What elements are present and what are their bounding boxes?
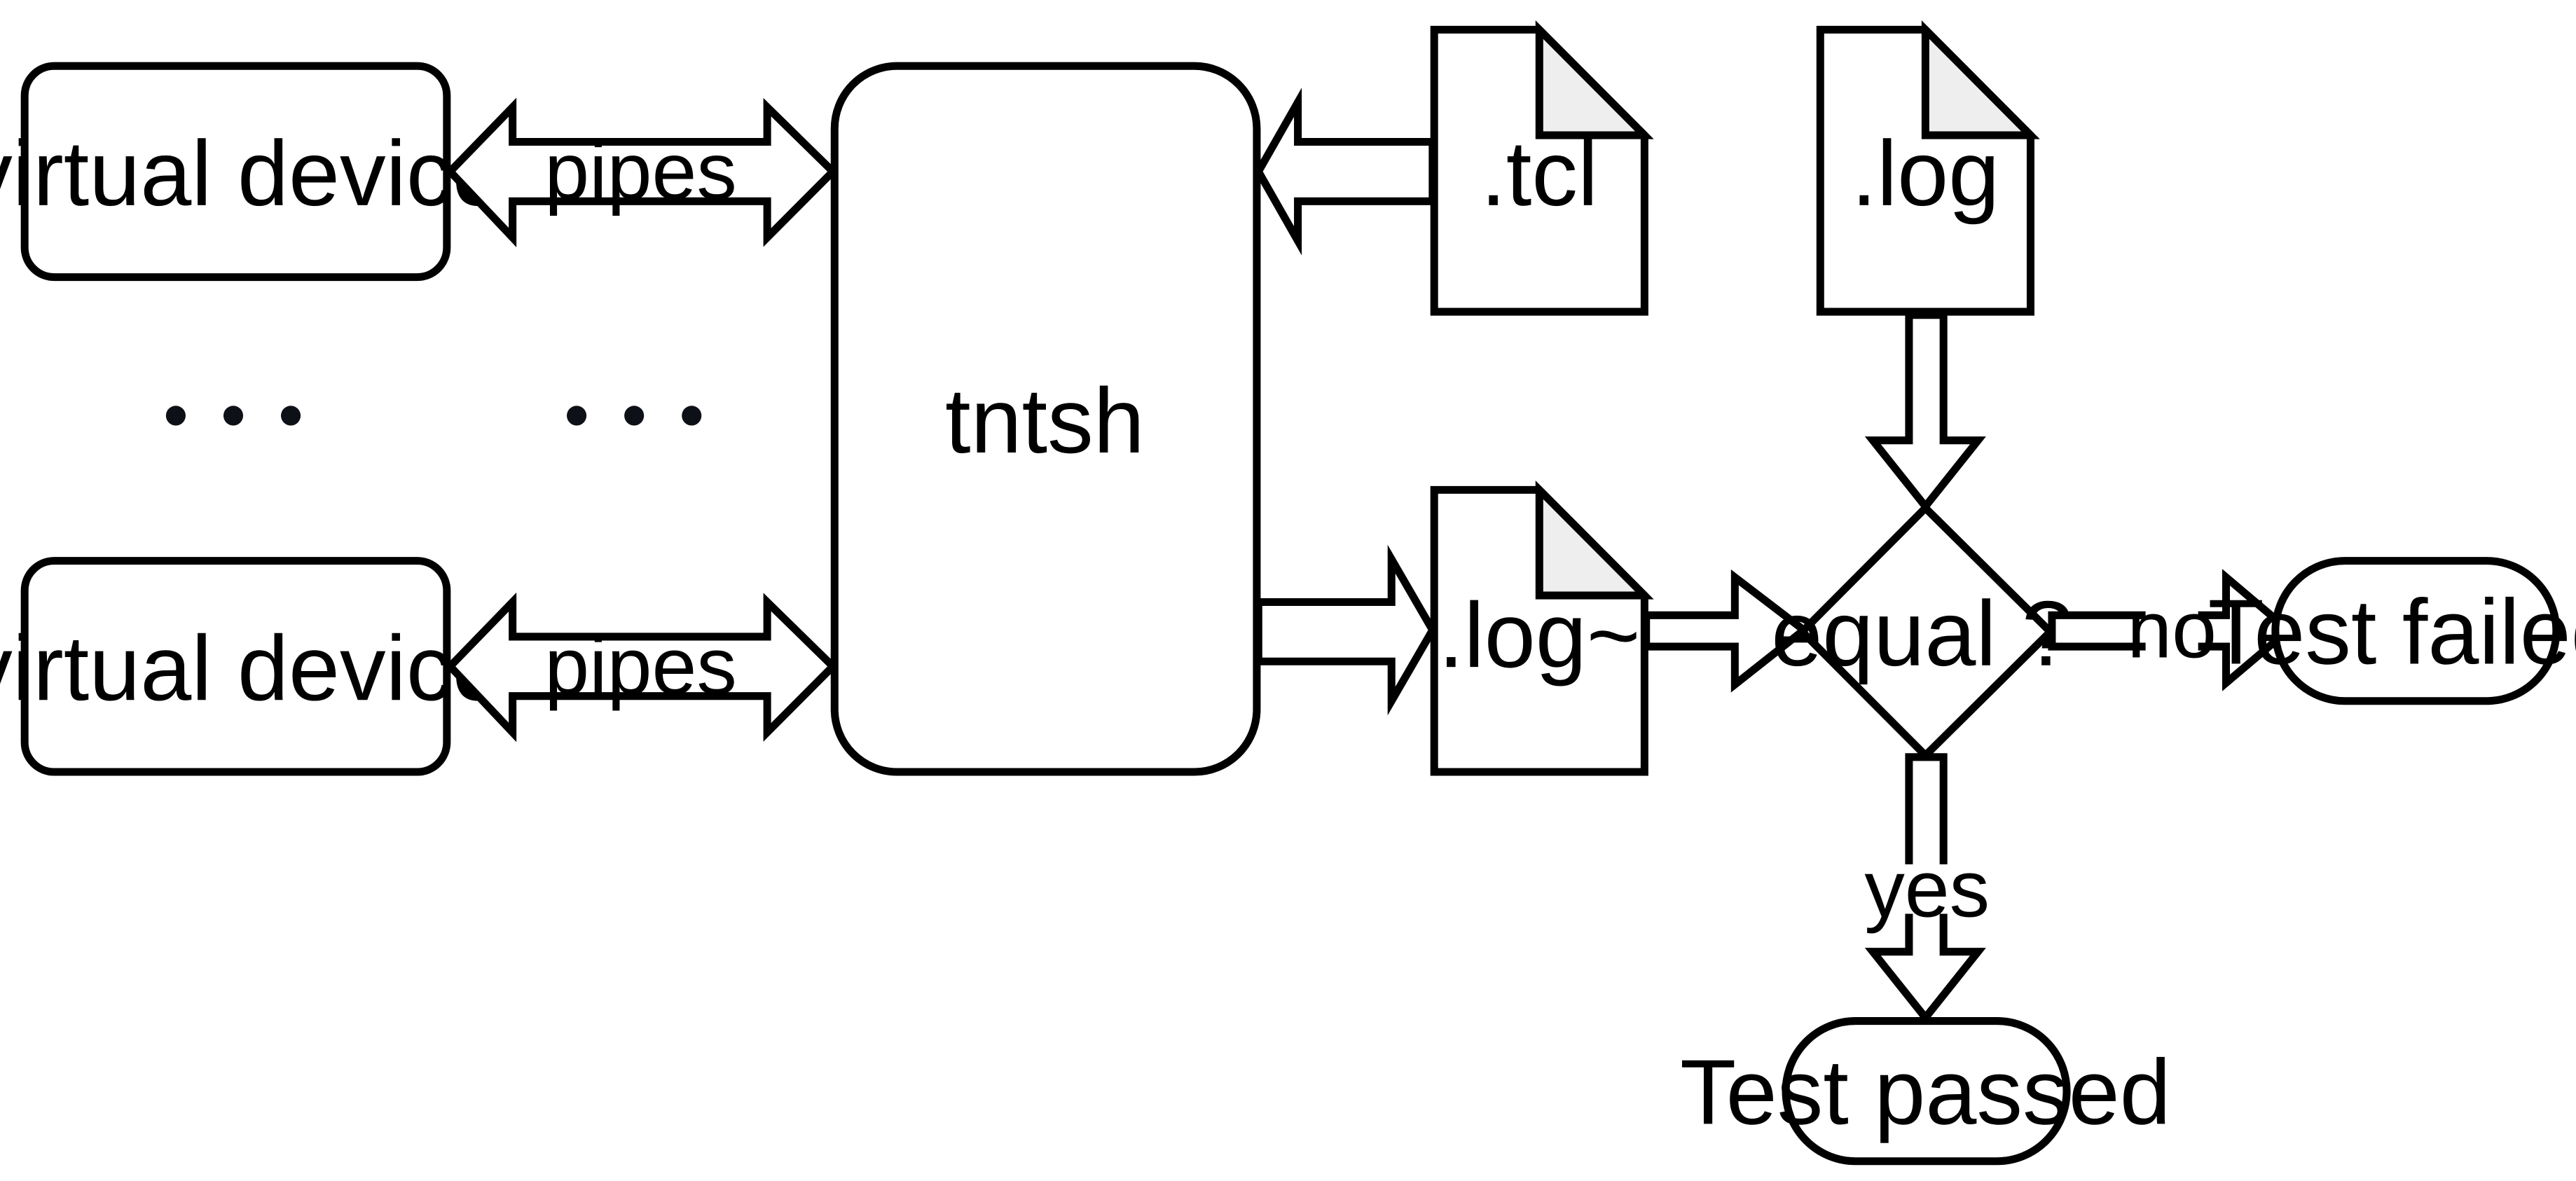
test-passed-terminator [1782, 1017, 2071, 1166]
tcl-file-label: .tcl [1480, 122, 1598, 225]
log-tilde-file-icon [1430, 481, 1654, 776]
log-tilde-to-decision-arrow [1642, 569, 1810, 693]
virtual-device-label-bottom: virtual device [0, 616, 503, 719]
log-tilde-file-label: .log~ [1438, 583, 1640, 686]
log-file-label: .log [1852, 122, 2000, 225]
pipes-label-bottom: pipes [544, 621, 737, 711]
yes-label: yes [1864, 844, 1990, 934]
pipes-label-top: pipes [544, 127, 737, 216]
test-failed-terminator [2271, 557, 2561, 705]
log-to-decision-arrow [1864, 311, 1986, 513]
tntsh-label: tntsh [945, 369, 1145, 472]
equal-decision-label: equal ? [1771, 582, 2073, 685]
tcl-file-icon [1430, 20, 1654, 316]
test-passed-label: Test passed [1680, 1040, 2171, 1143]
ellipsis-dots-left [165, 406, 301, 426]
log-file-icon [1816, 20, 2040, 316]
test-failed-label: Test failed [2208, 580, 2576, 683]
tcl-input-arrow [1253, 88, 1437, 256]
virtual-device-label-top: virtual device [0, 122, 503, 225]
ellipsis-dots-middle [567, 406, 702, 426]
log-tilde-output-arrow [1254, 544, 1438, 716]
tntsh-box [830, 62, 1261, 776]
no-label: no [2127, 585, 2217, 675]
